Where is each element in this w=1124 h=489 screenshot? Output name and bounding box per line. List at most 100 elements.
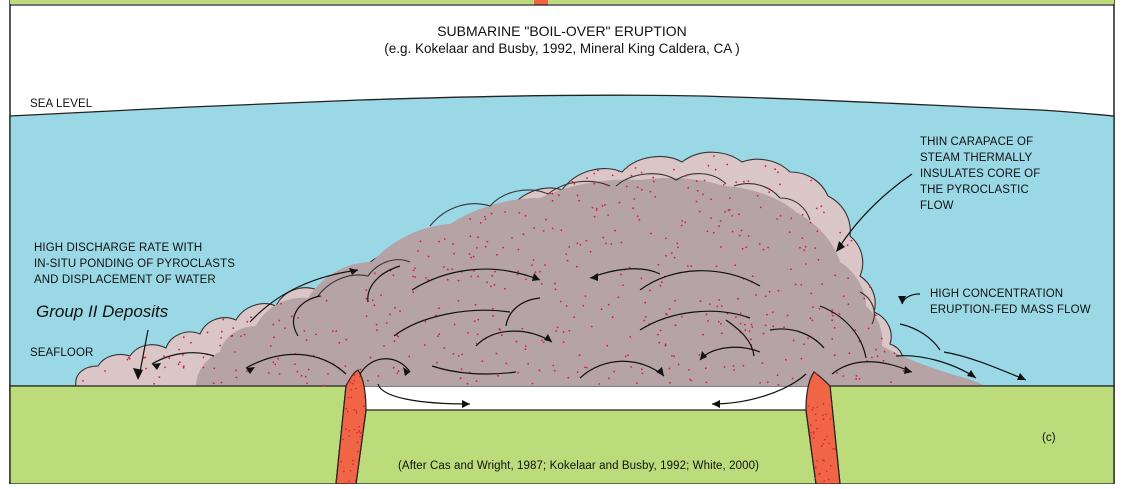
pyroclast-dot bbox=[778, 384, 780, 386]
pyroclast-dot bbox=[750, 338, 752, 340]
pyroclast-dot bbox=[345, 339, 347, 341]
pyroclast-dot bbox=[823, 480, 825, 482]
pyroclast-dot bbox=[690, 265, 692, 267]
pyroclast-dot bbox=[497, 375, 499, 377]
pyroclast-dot bbox=[477, 319, 479, 321]
pyroclast-dot bbox=[363, 405, 365, 407]
pyroclast-dot bbox=[816, 230, 818, 232]
pyroclast-dot bbox=[726, 164, 728, 166]
pyroclast-dot bbox=[825, 414, 827, 416]
pyroclast-dot bbox=[244, 334, 246, 336]
pyroclast-dot bbox=[458, 300, 460, 302]
pyroclast-dot bbox=[720, 323, 722, 325]
pyroclast-dot bbox=[518, 212, 520, 214]
pyroclast-dot bbox=[374, 272, 376, 274]
pyroclast-dot bbox=[820, 205, 822, 207]
pyroclast-dot bbox=[366, 298, 368, 300]
pyroclast-dot bbox=[443, 266, 445, 268]
pyroclast-dot bbox=[614, 230, 616, 232]
pyroclast-dot bbox=[592, 207, 594, 209]
pyroclast-dot bbox=[803, 249, 805, 251]
pyroclast-dot bbox=[461, 353, 463, 355]
pyroclast-dot bbox=[607, 214, 609, 216]
pyroclast-dot bbox=[372, 299, 374, 301]
pyroclast-dot bbox=[823, 460, 825, 462]
pyroclast-dot bbox=[221, 382, 223, 384]
pyroclast-dot bbox=[755, 294, 757, 296]
pyroclast-dot bbox=[549, 192, 551, 194]
pyroclast-dot bbox=[203, 357, 205, 359]
pyroclast-dot bbox=[661, 281, 663, 283]
pyroclast-dot bbox=[741, 230, 743, 232]
pyroclast-dot bbox=[128, 357, 130, 359]
pyroclast-dot bbox=[454, 324, 456, 326]
pyroclast-dot bbox=[815, 373, 817, 375]
pyroclast-dot bbox=[424, 344, 426, 346]
pyroclast-dot bbox=[567, 260, 569, 262]
pyroclast-dot bbox=[367, 380, 369, 382]
pyroclast-dot bbox=[544, 264, 546, 266]
pyroclast-dot bbox=[702, 334, 704, 336]
pyroclast-dot bbox=[702, 193, 704, 195]
top-conduit-fragment bbox=[534, 0, 548, 5]
pyroclast-dot bbox=[359, 376, 361, 378]
pyroclast-dot bbox=[815, 478, 817, 480]
pyroclast-dot bbox=[706, 313, 708, 315]
pyroclast-dot bbox=[743, 181, 745, 183]
pyroclast-dot bbox=[563, 331, 565, 333]
pyroclast-dot bbox=[178, 349, 180, 351]
pyroclast-dot bbox=[496, 353, 498, 355]
pyroclast-dot bbox=[823, 418, 825, 420]
pyroclast-dot bbox=[308, 369, 310, 371]
pyroclast-dot bbox=[347, 382, 349, 384]
pyroclast-dot bbox=[828, 479, 830, 481]
pyroclast-dot bbox=[681, 220, 683, 222]
pyroclast-dot bbox=[232, 327, 234, 329]
pyroclast-dot bbox=[757, 195, 759, 197]
pyroclast-dot bbox=[568, 246, 570, 248]
pyroclast-dot bbox=[716, 266, 718, 268]
pyroclast-dot bbox=[828, 443, 830, 445]
pyroclast-dot bbox=[453, 253, 455, 255]
pyroclast-dot bbox=[671, 355, 673, 357]
pyroclast-dot bbox=[805, 246, 807, 248]
pyroclast-dot bbox=[428, 256, 430, 258]
pyroclast-dot bbox=[632, 207, 634, 209]
pyroclast-dot bbox=[894, 352, 896, 354]
pyroclast-dot bbox=[539, 369, 541, 371]
pyroclast-dot bbox=[82, 380, 84, 382]
pyroclast-dot bbox=[720, 246, 722, 248]
pyroclast-dot bbox=[207, 332, 209, 334]
pyroclast-dot bbox=[517, 274, 519, 276]
pyroclast-dot bbox=[297, 371, 299, 373]
pyroclast-dot bbox=[633, 198, 635, 200]
pyroclast-dot bbox=[875, 349, 877, 351]
pyroclast-dot bbox=[586, 367, 588, 369]
pyroclast-dot bbox=[768, 191, 770, 193]
pyroclast-dot bbox=[535, 271, 537, 273]
pyroclast-dot bbox=[477, 236, 479, 238]
pyroclast-dot bbox=[617, 296, 619, 298]
pyroclast-dot bbox=[360, 432, 362, 434]
pyroclast-dot bbox=[358, 426, 360, 428]
pyroclast-dot bbox=[864, 298, 866, 300]
pyroclast-dot bbox=[752, 275, 754, 277]
pyroclast-dot bbox=[591, 326, 593, 328]
pyroclast-dot bbox=[654, 196, 656, 198]
pyroclast-dot bbox=[643, 320, 645, 322]
pyroclast-dot bbox=[491, 213, 493, 215]
pyroclast-dot bbox=[159, 376, 161, 378]
pyroclast-dot bbox=[394, 307, 396, 309]
pyroclast-dot bbox=[554, 283, 556, 285]
pyroclast-dot bbox=[517, 271, 519, 273]
pyroclast-dot bbox=[834, 448, 836, 450]
pyroclast-dot bbox=[716, 306, 718, 308]
pyroclast-dot bbox=[246, 321, 248, 323]
pyroclast-dot bbox=[357, 451, 359, 453]
pyroclast-dot bbox=[645, 316, 647, 318]
pyroclast-dot bbox=[718, 299, 720, 301]
pyroclast-dot bbox=[875, 314, 877, 316]
pyroclast-dot bbox=[383, 345, 385, 347]
pyroclast-dot bbox=[815, 420, 817, 422]
